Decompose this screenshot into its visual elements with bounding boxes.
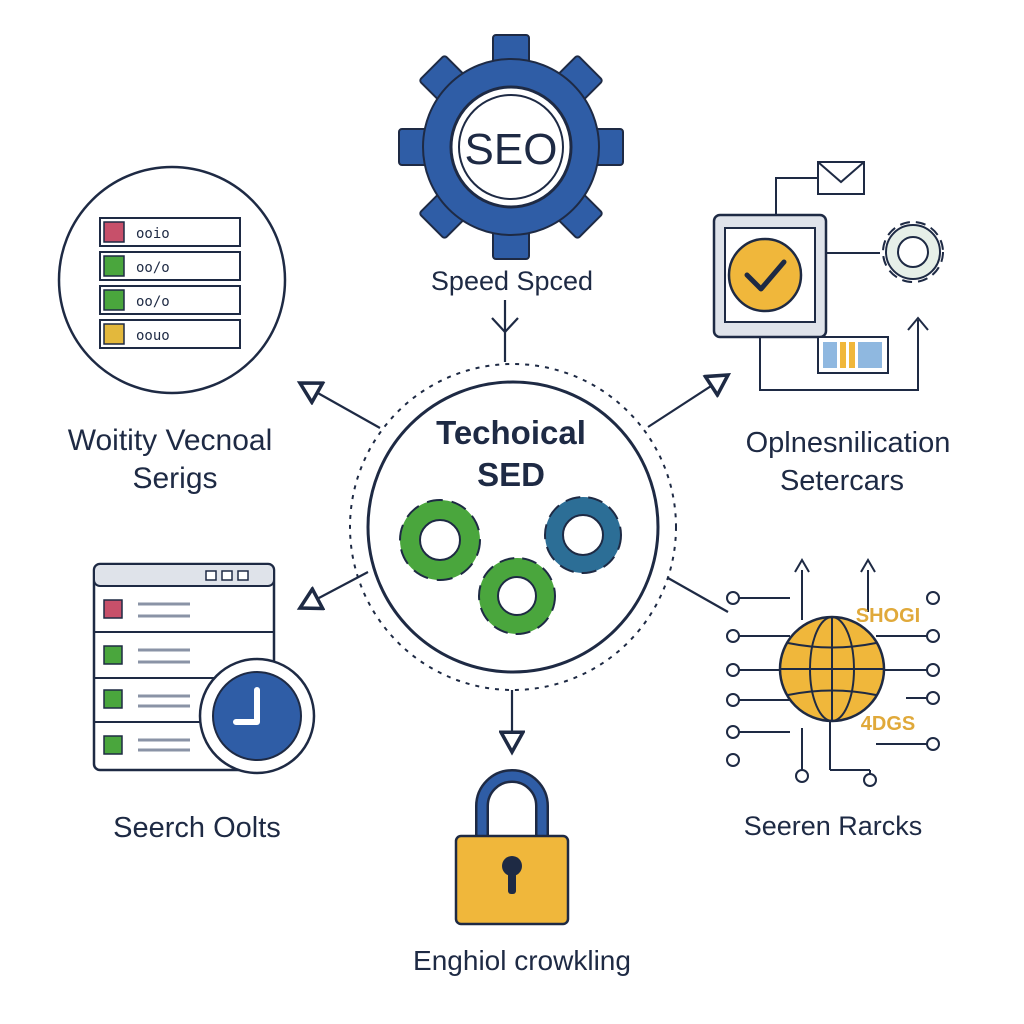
speed-label: Speed Spced bbox=[431, 266, 593, 296]
connector-tools bbox=[300, 571, 369, 608]
crawling-label: Enghiol crowkling bbox=[413, 945, 631, 976]
center-title-line1: Techoical bbox=[436, 414, 586, 451]
crawling-node: Enghiol crowkling bbox=[413, 769, 631, 976]
seo-badge-text: SEO bbox=[465, 125, 558, 174]
clock-icon bbox=[198, 657, 316, 775]
ranks-node: SHOGI 4DGS Seeren Rarcks bbox=[726, 558, 940, 841]
connector-optimization bbox=[647, 375, 728, 428]
connector-ranks bbox=[667, 577, 729, 613]
center-hub: Techoical SED bbox=[349, 363, 677, 691]
list-row: oo/o bbox=[99, 251, 241, 281]
tools-label: Seerch Oolts bbox=[113, 812, 281, 844]
connector-speed-arrow bbox=[491, 317, 519, 334]
progress-strip-icon bbox=[817, 336, 889, 374]
connector-mobile bbox=[300, 383, 381, 429]
optimization-node: Oplnesnilication Setercars bbox=[712, 161, 951, 497]
tools-node: Seerch Oolts bbox=[92, 562, 316, 844]
speed-node: SEO Speed Spced bbox=[398, 34, 624, 296]
green-gear-icon bbox=[399, 499, 481, 581]
center-title-line2: SED bbox=[477, 456, 545, 493]
mobile-label-line2: Serigs bbox=[132, 462, 217, 495]
list-item-text: oo/o bbox=[136, 260, 170, 276]
mail-icon bbox=[817, 161, 865, 195]
list-item-text: ooio bbox=[136, 226, 170, 242]
gear-icon bbox=[882, 221, 944, 283]
seo-gear-icon bbox=[398, 34, 624, 260]
checklist: ooio oo/o oo/o oouo bbox=[99, 217, 241, 349]
ranks-tag-bottom: 4DGS bbox=[861, 713, 915, 735]
connectors bbox=[300, 300, 728, 752]
globe-icon bbox=[778, 615, 886, 723]
optimization-label-line1: Oplnesnilication bbox=[746, 427, 951, 459]
optimization-label-line2: Setercars bbox=[780, 465, 904, 497]
ranks-label: Seeren Rarcks bbox=[744, 811, 923, 841]
list-item-text: oouo bbox=[136, 328, 170, 344]
ranks-tag-top: SHOGI bbox=[856, 605, 920, 627]
padlock-icon bbox=[454, 769, 570, 926]
checkmark-icon bbox=[727, 237, 803, 313]
list-row: ooio bbox=[99, 217, 241, 247]
mobile-node: ooio oo/o oo/o oouo Woitity Vecnoal Seri… bbox=[57, 165, 287, 495]
teal-gear-icon bbox=[544, 496, 622, 574]
green-gear-icon-small bbox=[478, 557, 556, 635]
list-row: oo/o bbox=[99, 285, 241, 315]
mobile-label-line1: Woitity Vecnoal bbox=[68, 424, 273, 457]
list-row: oouo bbox=[99, 319, 241, 349]
list-item-text: oo/o bbox=[136, 294, 170, 310]
